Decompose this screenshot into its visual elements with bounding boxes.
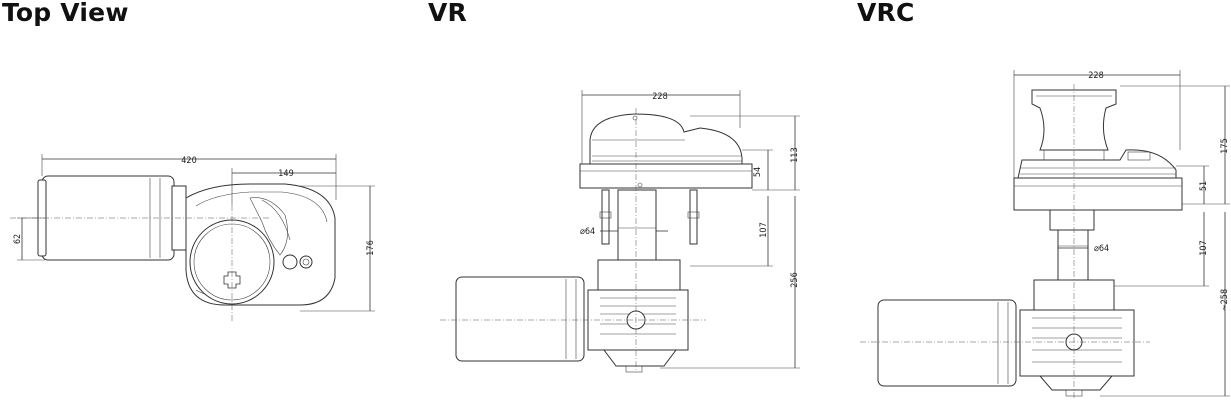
knob-2 [299,255,313,269]
vr-dim-256: 256 [790,272,800,287]
vr-deck-plate [579,163,753,189]
shaft-star [223,271,241,289]
vrc-shaft-upper [1049,209,1095,231]
vr-dim-228: 228 [652,92,667,102]
vrc-motor [877,299,1017,387]
knob-1 [282,254,298,270]
vr-dim-64: ⌀64 [580,227,595,237]
vr-drawing: 228 113 54 107 256 ⌀64 [440,90,800,373]
vrc-dim-64: ⌀64 [1094,244,1109,254]
dim-149: 149 [278,169,293,179]
vrc-dim-175: 175 [1220,138,1230,153]
vr-dim-113: 113 [790,147,800,162]
vrc-dim-107: 107 [1199,240,1209,255]
vrc-deck-plate [1013,177,1183,211]
vrc-dim-51: 51 [1199,181,1209,191]
vr-stud-left [601,189,610,245]
vrc-shaft-tube [1057,229,1089,281]
vr-shaft-tube [617,189,657,261]
title-top-view: Top View [2,0,129,27]
title-vrc: VRC [857,0,915,27]
dim-62: 62 [13,234,23,244]
vr-gear-top [597,259,681,291]
vrc-dim-258: ~258 [1220,289,1230,311]
vrc-drawing: 228 175 51 107 ~258 ⌀64 [860,70,1230,398]
vr-gear-base [603,349,677,367]
top-view-drawing: 420 149 62 176 [10,154,376,322]
dim-176: 176 [366,240,376,255]
vrc-dim-228: 228 [1088,71,1103,81]
vr-dim-54: 54 [753,167,763,177]
vr-stud-right [689,189,698,245]
title-vr: VR [428,0,467,27]
vrc-gear-base [1038,375,1114,391]
vr-motor [455,276,585,362]
vr-dim-107: 107 [759,222,769,237]
dim-420: 420 [181,156,196,166]
